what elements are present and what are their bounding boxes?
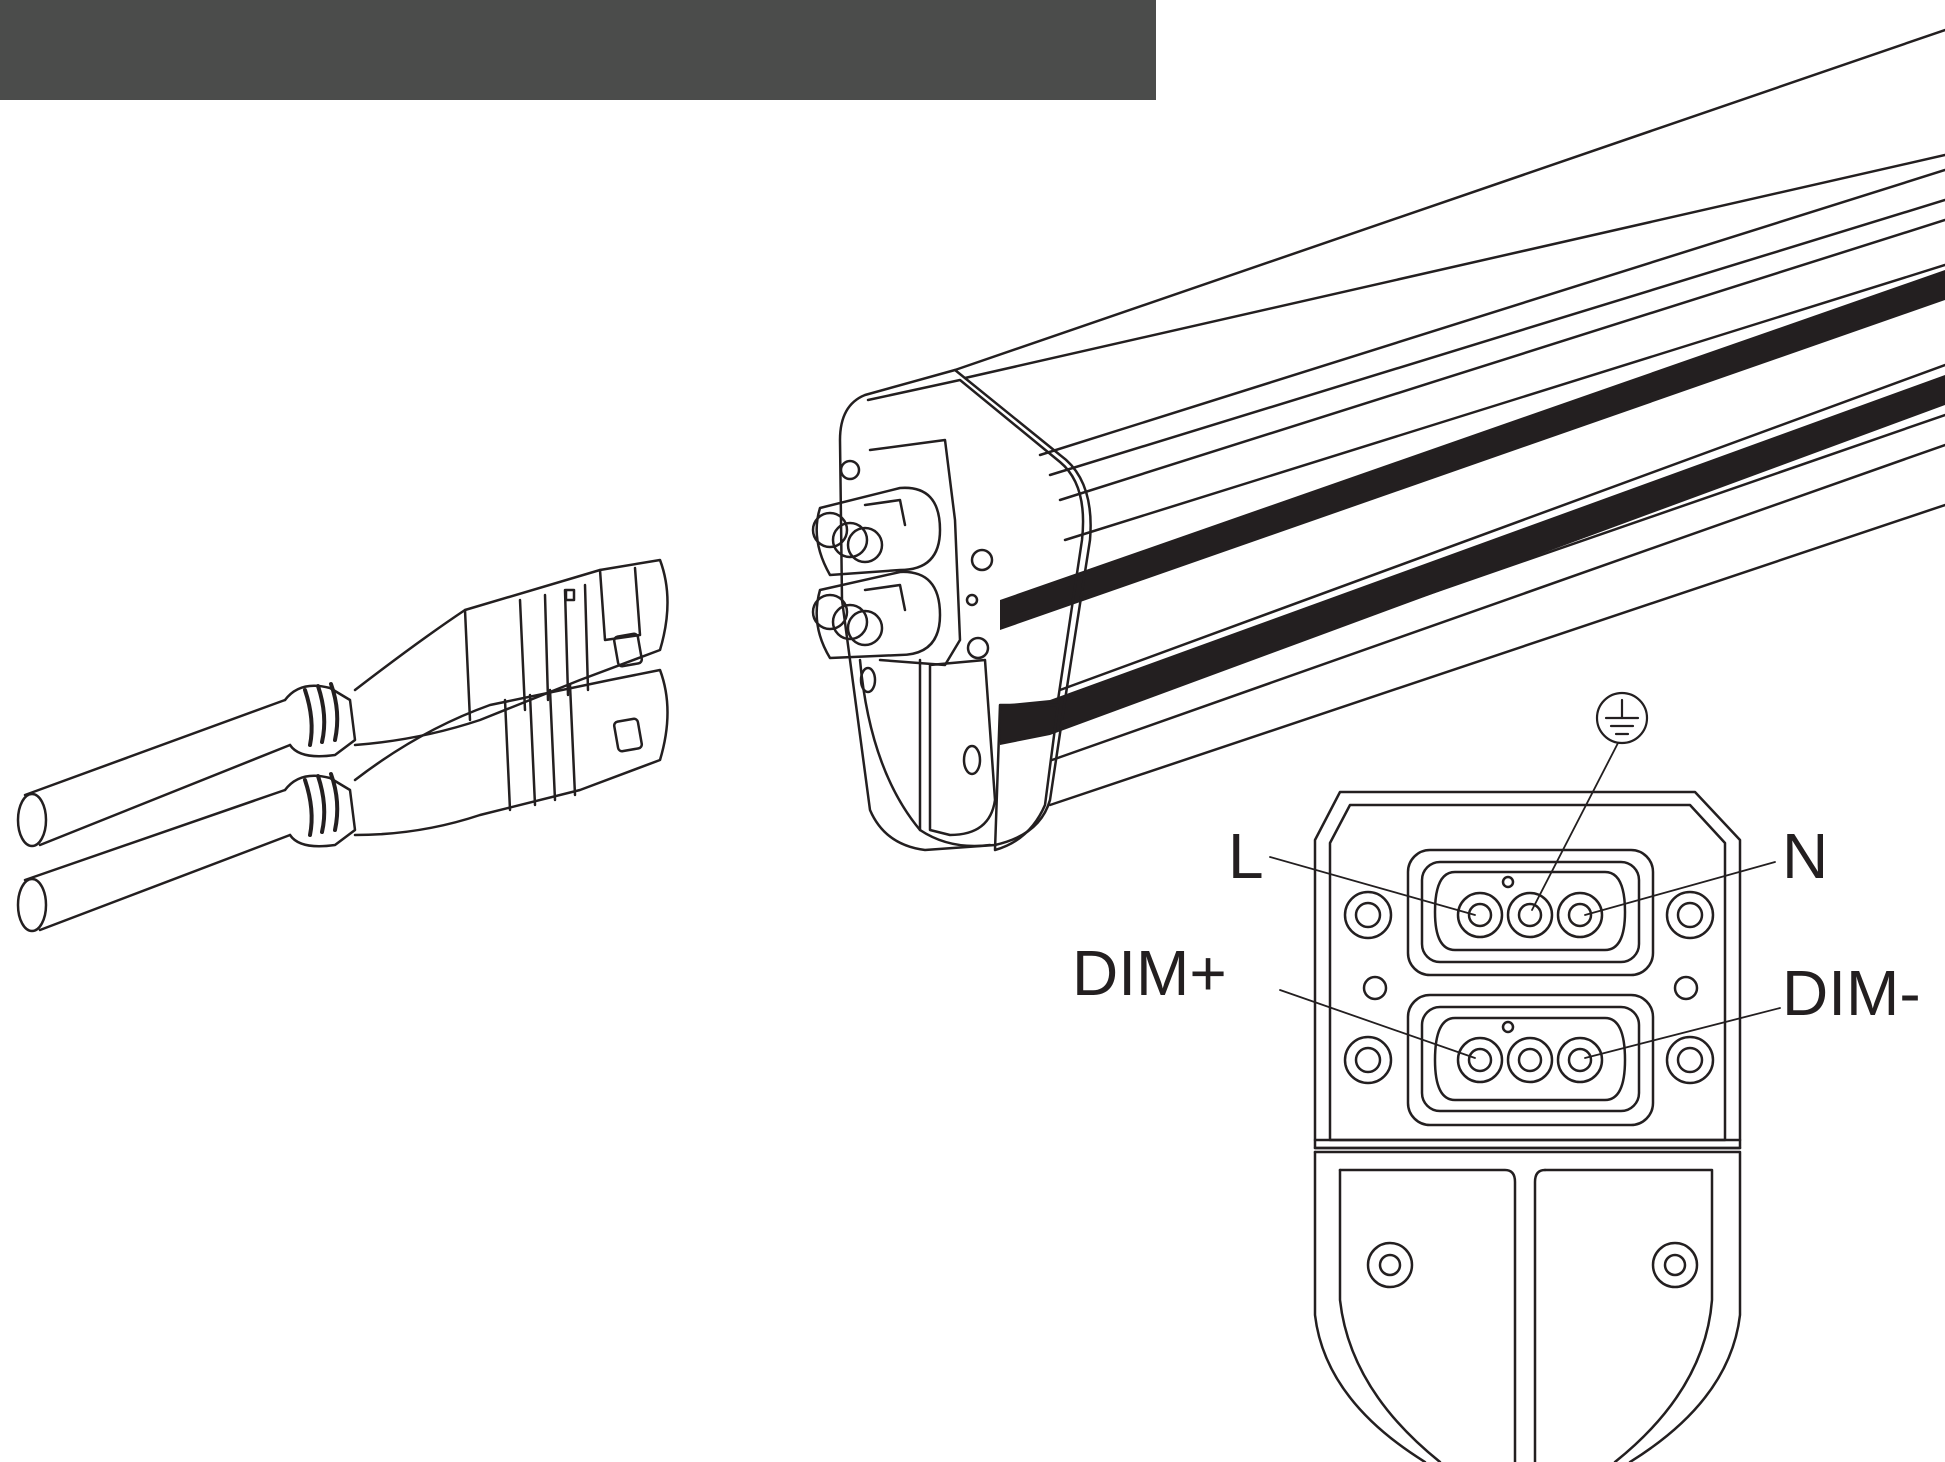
cap-connector-lower xyxy=(811,570,942,660)
ground-icon xyxy=(1595,691,1649,745)
cable-plug-upper xyxy=(16,558,669,848)
label-neutral: N xyxy=(1782,820,1828,892)
leader-lines xyxy=(1269,742,1781,1059)
front-socket-lower xyxy=(1406,993,1655,1127)
label-dim-plus: DIM+ xyxy=(1072,937,1227,1009)
end-cap xyxy=(838,368,1092,852)
front-view-base xyxy=(1313,1150,1742,1462)
label-dim-minus: DIM- xyxy=(1782,957,1921,1029)
grip-rings xyxy=(303,682,340,837)
front-view-plate xyxy=(1313,790,1742,1150)
cable-plug-lower xyxy=(16,668,669,933)
label-live: L xyxy=(1228,820,1264,892)
cap-connector-upper xyxy=(811,486,942,577)
front-view-screws xyxy=(1343,890,1715,1085)
body-dark-stripes xyxy=(1000,270,1945,745)
front-socket-upper xyxy=(1406,848,1655,977)
header-bar xyxy=(0,0,1156,100)
